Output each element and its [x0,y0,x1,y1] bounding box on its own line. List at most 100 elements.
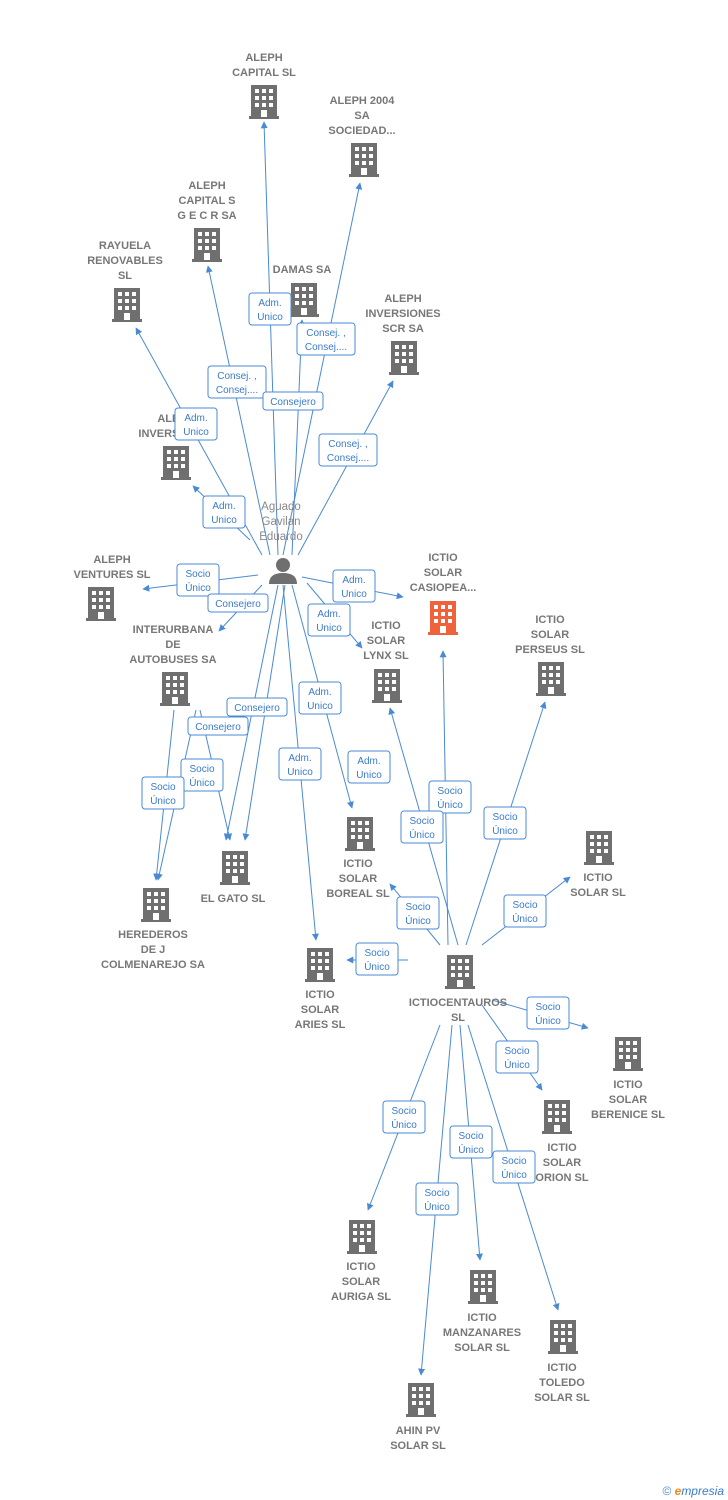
relation-badge-adm-unico[interactable]: Adm.Unico [347,750,391,784]
company-label: ICTIO [467,1312,497,1324]
badge-label: Socio [409,816,434,827]
building-icon [584,831,614,865]
relation-badge-adm-unico[interactable]: Adm.Unico [278,747,322,781]
company-label: SOLAR [531,629,570,641]
badge-box [495,1040,539,1074]
company-label: SOLAR [301,1004,340,1016]
company-node-berenice[interactable]: ICTIO SOLAR BERENICE SL [591,1037,665,1121]
badge-label: Consej.... [216,385,258,396]
relation-badge-consej-consej[interactable]: Consej. ,Consej.... [296,322,356,356]
company-node-aleph_2004[interactable]: ALEPH 2004SASOCIEDAD... [328,95,396,177]
badge-label: Adm. [212,501,235,512]
company-label: ALEPH [384,293,421,305]
badge-box [318,433,378,467]
company-node-damas[interactable]: DAMAS SA [273,264,332,317]
relation-badge-adm-unico[interactable]: Adm.Unico [248,292,292,326]
badge-label: Adm. [342,575,365,586]
badge-label: Unico [316,623,342,634]
building-icon [349,143,379,177]
badge-label: Socio [189,764,214,775]
company-label: SOLAR [609,1094,648,1106]
badge-box [248,292,292,326]
company-label: BOREAL SL [326,888,390,900]
brand-footer[interactable]: © empresia [662,1484,724,1498]
company-label: PERSEUS SL [515,644,585,656]
company-label: ICTIO [535,614,565,626]
company-node-el_gato[interactable]: EL GATO SL [201,851,266,905]
person-name: Aguado [261,501,301,513]
relation-badge-adm-unico[interactable]: Adm.Unico [202,495,246,529]
relation-badge-consej-consej[interactable]: Consej. ,Consej.... [318,433,378,467]
relation-badge-adm-unico[interactable]: Adm. Unico [332,569,376,603]
company-label: SOLAR SL [390,1440,446,1452]
relation-badge-adm-unico[interactable]: Adm.Unico [298,681,342,715]
relation-badge-adm-unico[interactable]: Adm.Unico [307,603,351,637]
company-label: ICTIO [613,1079,643,1091]
relation-badge-consejero[interactable]: Consejero [262,391,324,411]
relation-badge-consejero[interactable]: Consejero [207,593,269,613]
badge-box [207,365,267,399]
company-label: SOLAR [367,635,406,647]
relation-badge-adm-unico[interactable]: Adm.Unico [174,407,218,441]
relation-badge-consejero[interactable]: Consejero [187,716,249,736]
badge-label: Unico [341,589,367,600]
person-name: Gavilan [262,516,301,528]
relation-badge-consej-consej[interactable]: Consej. ,Consej.... [207,365,267,399]
company-label: SOLAR [543,1157,582,1169]
company-label: ICTIO [547,1142,577,1154]
person-name: Eduardo [259,531,302,543]
badge-label: Único [512,912,538,925]
company-label: SOLAR SL [454,1342,510,1354]
building-icon [160,672,190,706]
relation-badge-consejero[interactable]: Consejero [226,697,288,717]
company-label: ICTIO [305,989,335,1001]
badge-label: Unico [287,767,313,778]
badge-box [278,747,322,781]
company-node-perseus[interactable]: ICTIO SOLAR PERSEUS SL [515,614,585,696]
company-label: BERENICE SL [591,1109,665,1121]
company-label: SOLAR [424,567,463,579]
badge-label: Adm. [308,687,331,698]
company-label: DE J [141,944,165,956]
company-label: LYNX SL [363,650,409,662]
company-label: SOLAR SL [570,887,626,899]
company-label: TOLEDO [539,1377,585,1389]
company-node-casiopea[interactable]: ICTIOSOLARCASIOPEA... [410,552,477,635]
badge-box [226,697,288,717]
